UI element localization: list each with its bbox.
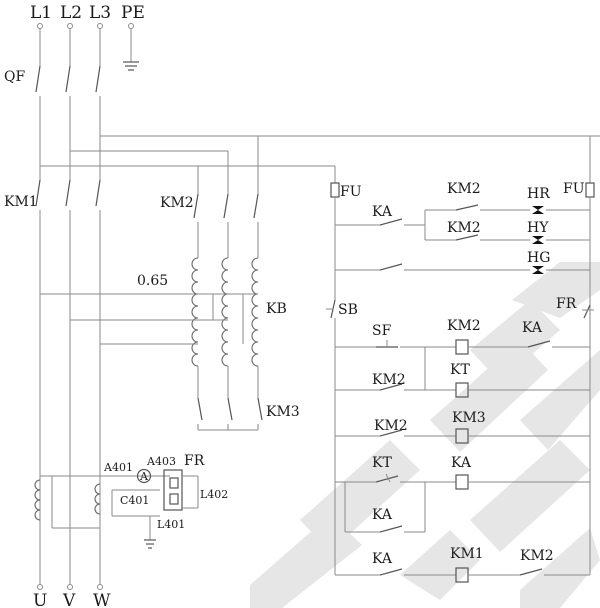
km3-main-label: KM3 (266, 404, 300, 420)
ka-row8-label: KA (372, 551, 393, 567)
terminal-circles (37, 23, 134, 29)
sb-label: SB (338, 302, 358, 318)
km2-row5-label: KM2 (374, 418, 408, 434)
km2-coil-label: KM2 (447, 318, 481, 334)
control-right-rail (585, 182, 595, 575)
ka-coil-top-label: KA (522, 320, 543, 336)
km2-kt-rung (335, 382, 590, 398)
fu-right-label: FU (563, 181, 585, 197)
km1-main-contacts (35, 179, 101, 584)
kb-label: KB (266, 301, 287, 317)
bottom-terminal-circles (37, 584, 103, 590)
km2-second-label: KM2 (447, 220, 481, 236)
ka-top-label: KA (372, 204, 393, 220)
kt-row6-label: KT (372, 455, 392, 471)
terminal-l3: L3 (89, 3, 111, 23)
terminal-w: W (93, 591, 111, 608)
coil-taps (40, 293, 258, 345)
terminal-u: U (33, 591, 47, 608)
l402-label: L402 (200, 488, 228, 501)
fr-ctrl-label: FR (556, 296, 577, 312)
terminal-l1: L1 (30, 3, 52, 23)
sf-km2-rung (335, 339, 590, 390)
terminal-l2: L2 (60, 3, 82, 23)
sf-label: SF (372, 323, 392, 339)
km2-main-label: KM2 (160, 195, 194, 211)
hr-label: HR (527, 186, 550, 202)
kt-row4-label: KT (450, 362, 470, 378)
autotransformer-coils (191, 257, 259, 398)
terminal-pe: PE (121, 3, 145, 23)
lamp-markers (532, 206, 544, 274)
phase-wires (39, 96, 101, 180)
pe-ground-symbol (123, 29, 139, 71)
thermal-relay-fr (163, 469, 199, 511)
ammeter-symbol (136, 468, 152, 484)
ratio-label: 0.65 (137, 273, 168, 289)
km2-top-label: KM2 (447, 181, 481, 197)
a401-label: A401 (103, 461, 133, 474)
lamp-rungs (335, 204, 590, 271)
ka-row6-label: KA (451, 455, 472, 471)
km3-row5-label: KM3 (452, 410, 486, 426)
l401-label: L401 (157, 518, 185, 531)
control-left-rail (330, 182, 340, 575)
km2-row8-label: KM2 (520, 548, 554, 564)
qf-breaker (35, 29, 101, 93)
meter-ground (144, 539, 156, 549)
ka-hold-rung (344, 482, 425, 533)
fr-meter-label: FR (184, 453, 205, 469)
hg-label: HG (527, 250, 550, 266)
terminal-v: V (62, 591, 76, 608)
hy-label: HY (527, 220, 549, 236)
watermark (250, 262, 600, 608)
ka-km1-rung (335, 567, 590, 583)
tap-lines (40, 135, 600, 194)
km1-row8-label: KM1 (450, 546, 484, 562)
km3-star-contacts (197, 397, 263, 431)
qf-label: QF (4, 69, 25, 85)
km1-main-label: KM1 (4, 194, 38, 210)
fu-left-label: FU (340, 184, 362, 200)
kt-ka-rung (335, 473, 590, 532)
km2-km3-rung (335, 428, 590, 444)
current-transformers (34, 475, 170, 540)
ammeter-letter: A (139, 470, 149, 483)
a403-label: A403 (146, 455, 176, 468)
ka-row7-label: KA (372, 507, 393, 523)
c401-label: C401 (120, 494, 149, 507)
sb-stop-button (326, 299, 336, 319)
fr-contact (582, 304, 594, 319)
km2-main-contacts (193, 193, 259, 258)
km2-row4-label: KM2 (372, 372, 406, 388)
